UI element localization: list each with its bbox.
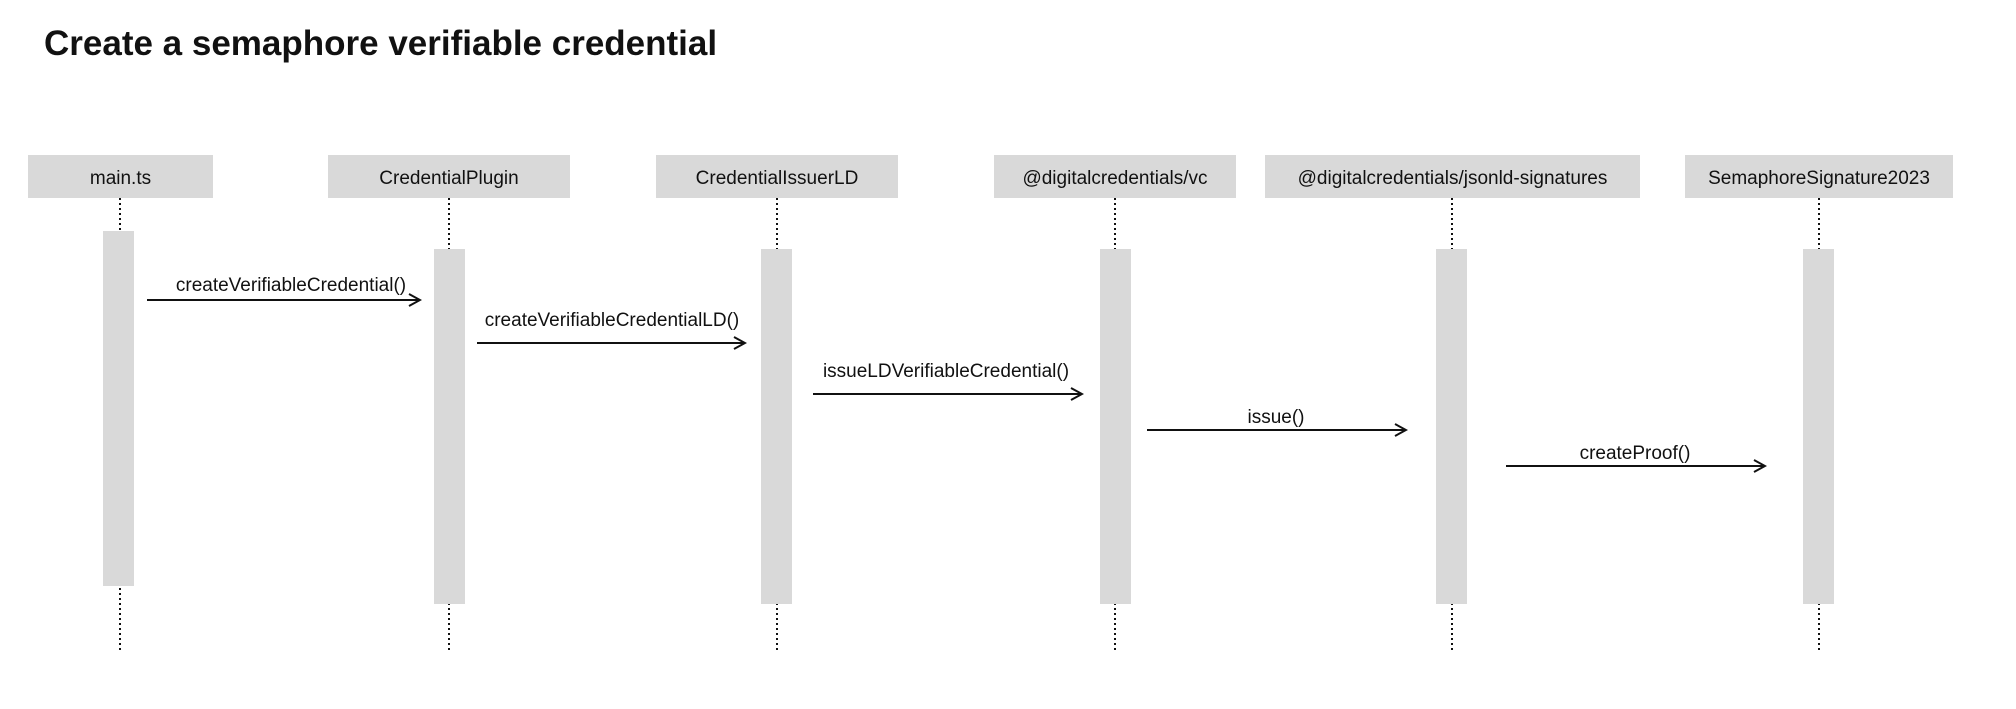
participant-main-ts: main.ts <box>28 155 213 650</box>
message-label: createProof() <box>1580 443 1691 464</box>
message-issue: issue() <box>1147 407 1406 430</box>
participant-semaphoresignature2023: SemaphoreSignature2023 <box>1685 155 1953 650</box>
activation-bar <box>761 249 792 604</box>
participant-box <box>328 155 570 198</box>
activation-bar <box>1100 249 1131 604</box>
participant-box <box>656 155 898 198</box>
participant-label: @digitalcredentials/jsonld-signatures <box>1298 168 1608 189</box>
message-issue-ld-verifiable-credential: issueLDVerifiableCredential() <box>813 361 1082 394</box>
participant-credentialplugin: CredentialPlugin <box>328 155 570 650</box>
participant-label: @digitalcredentials/vc <box>1022 168 1207 189</box>
message-create-proof: createProof() <box>1506 443 1765 466</box>
participant-box <box>994 155 1236 198</box>
diagram-title: Create a semaphore verifiable credential <box>44 24 718 63</box>
participant-label: SemaphoreSignature2023 <box>1708 168 1930 189</box>
participant-digitalcredentials-jsonld-signatures: @digitalcredentials/jsonld-signatures <box>1265 155 1640 650</box>
message-create-verifiable-credential-ld: createVerifiableCredentialLD() <box>477 310 745 343</box>
activation-bar <box>434 249 465 604</box>
participant-box <box>28 155 213 198</box>
message-label: createVerifiableCredential() <box>176 275 406 296</box>
participant-label: CredentialIssuerLD <box>696 168 859 189</box>
message-label: createVerifiableCredentialLD() <box>485 310 740 331</box>
participant-digitalcredentials-vc: @digitalcredentials/vc <box>994 155 1236 650</box>
activation-bar <box>103 231 134 586</box>
message-label: issueLDVerifiableCredential() <box>823 361 1069 382</box>
activation-bar <box>1436 249 1467 604</box>
participant-label: main.ts <box>90 168 151 189</box>
participant-box <box>1265 155 1640 198</box>
participant-box <box>1685 155 1953 198</box>
message-label: issue() <box>1247 407 1304 428</box>
message-create-verifiable-credential: createVerifiableCredential() <box>147 275 420 300</box>
participant-credentialissuerld: CredentialIssuerLD <box>656 155 898 650</box>
participant-label: CredentialPlugin <box>379 168 518 189</box>
activation-bar <box>1803 249 1834 604</box>
